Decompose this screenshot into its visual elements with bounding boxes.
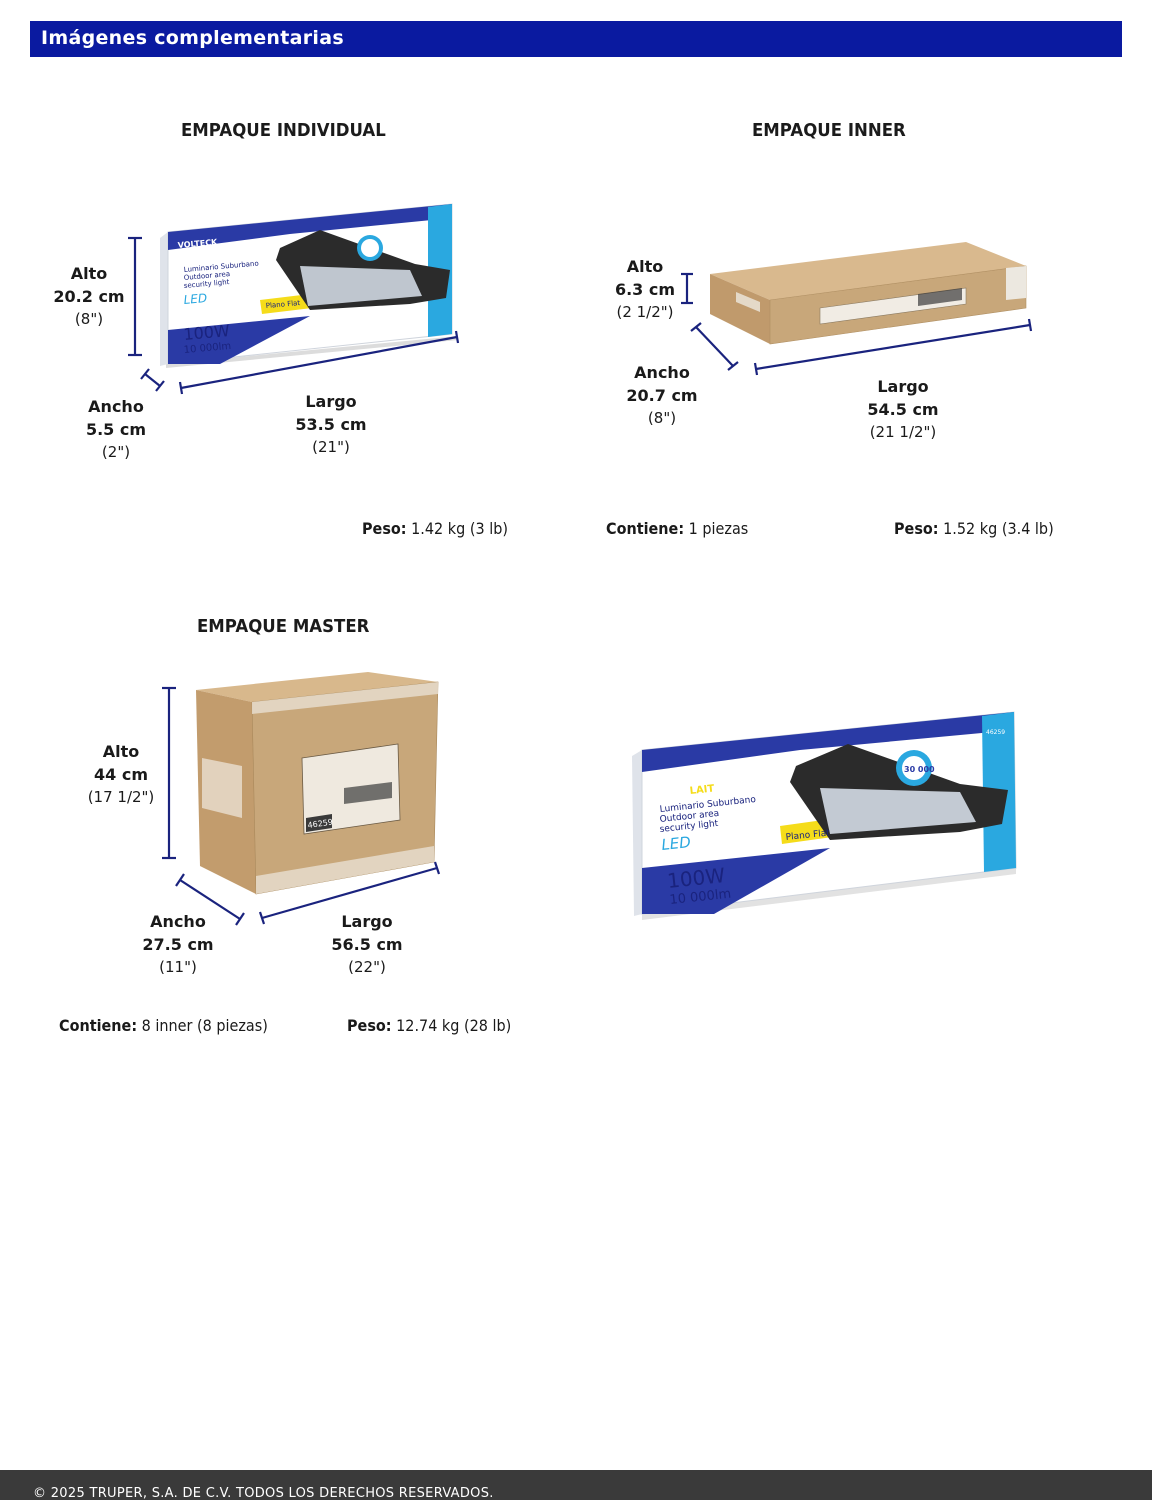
box-product-en2: security light [183, 278, 229, 290]
inner-title: EMPAQUE INNER [752, 120, 906, 141]
product-flat: Plano Flat [785, 828, 831, 843]
inner-contiene: Contiene: 1 piezas [606, 519, 749, 538]
inner-alto-label: Alto 6.3 cm (2 1/2") [614, 257, 676, 321]
individual-largo-label: Largo 53.5 cm (21") [295, 392, 367, 456]
master-largo-label: Largo 56.5 cm (22") [331, 912, 403, 976]
master-peso: Peso: 12.74 kg (28 lb) [347, 1016, 512, 1035]
product-sub-brand: LAIT [689, 783, 715, 797]
inner-dimension-lines [681, 272, 1033, 376]
product-code: 46259 [986, 729, 1005, 736]
master-contiene: Contiene: 8 inner (8 piezas) [59, 1016, 268, 1035]
individual-box-image: VOLTECK Luminario Suburbano Outdoor area… [160, 203, 458, 368]
product-led: LED [661, 833, 692, 854]
inner-ancho-label: Ancho 20.7 cm (8") [626, 363, 698, 427]
individual-ancho-label: Ancho 5.5 cm (2") [85, 397, 147, 461]
inner-largo-label: Largo 54.5 cm (21 1/2") [867, 377, 939, 441]
box-flat: Plano Flat [265, 299, 300, 310]
box-brand: VOLTECK [177, 238, 218, 250]
product-lumens: 10 000lm [669, 887, 732, 908]
product-brand: VOLTECK [659, 769, 711, 785]
box-hours: 30 000 [904, 765, 935, 774]
inner-peso: Peso: 1.52 kg (3.4 lb) [894, 519, 1054, 538]
master-dimension-lines [162, 686, 441, 926]
section-title: Imágenes complementarias [41, 27, 344, 49]
product-box-image: 30 000 VOLTECK LAIT Luminario Suburbano … [632, 711, 1017, 920]
master-ancho-label: Ancho 27.5 cm (11") [142, 912, 214, 976]
box-lumens: 10 000lm [183, 341, 231, 356]
inner-box-image [710, 242, 1027, 345]
master-box-code: 46259 [307, 818, 333, 830]
individual-title: EMPAQUE INDIVIDUAL [181, 120, 386, 141]
individual-dimension-lines [128, 236, 460, 395]
section-header: Imágenes complementarias [30, 21, 1122, 57]
master-alto-label: Alto 44 cm (17 1/2") [87, 742, 155, 806]
copyright-text: © 2025 TRUPER, S.A. DE C.V. TODOS LOS DE… [33, 1486, 494, 1501]
individual-peso: Peso: 1.42 kg (3 lb) [362, 519, 508, 538]
footer: © 2025 TRUPER, S.A. DE C.V. TODOS LOS DE… [0, 1470, 1152, 1501]
box-watts: 100W [183, 321, 231, 344]
box-led: LED [183, 291, 208, 307]
individual-alto-label: Alto 20.2 cm (8") [53, 264, 125, 328]
master-title: EMPAQUE MASTER [197, 616, 370, 637]
master-box-image: 46259 [196, 672, 439, 895]
